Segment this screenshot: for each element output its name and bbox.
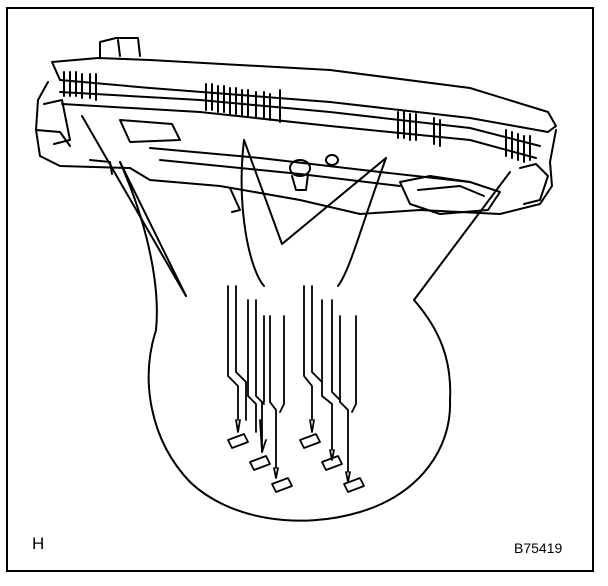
meter-housing xyxy=(35,37,557,215)
view-label: H xyxy=(32,534,45,553)
zoom-callout xyxy=(81,115,511,522)
connector-holes xyxy=(227,433,365,493)
figure-id: B75419 xyxy=(514,540,563,556)
terminal-pins-detail xyxy=(227,285,357,483)
figure-frame xyxy=(6,7,594,572)
